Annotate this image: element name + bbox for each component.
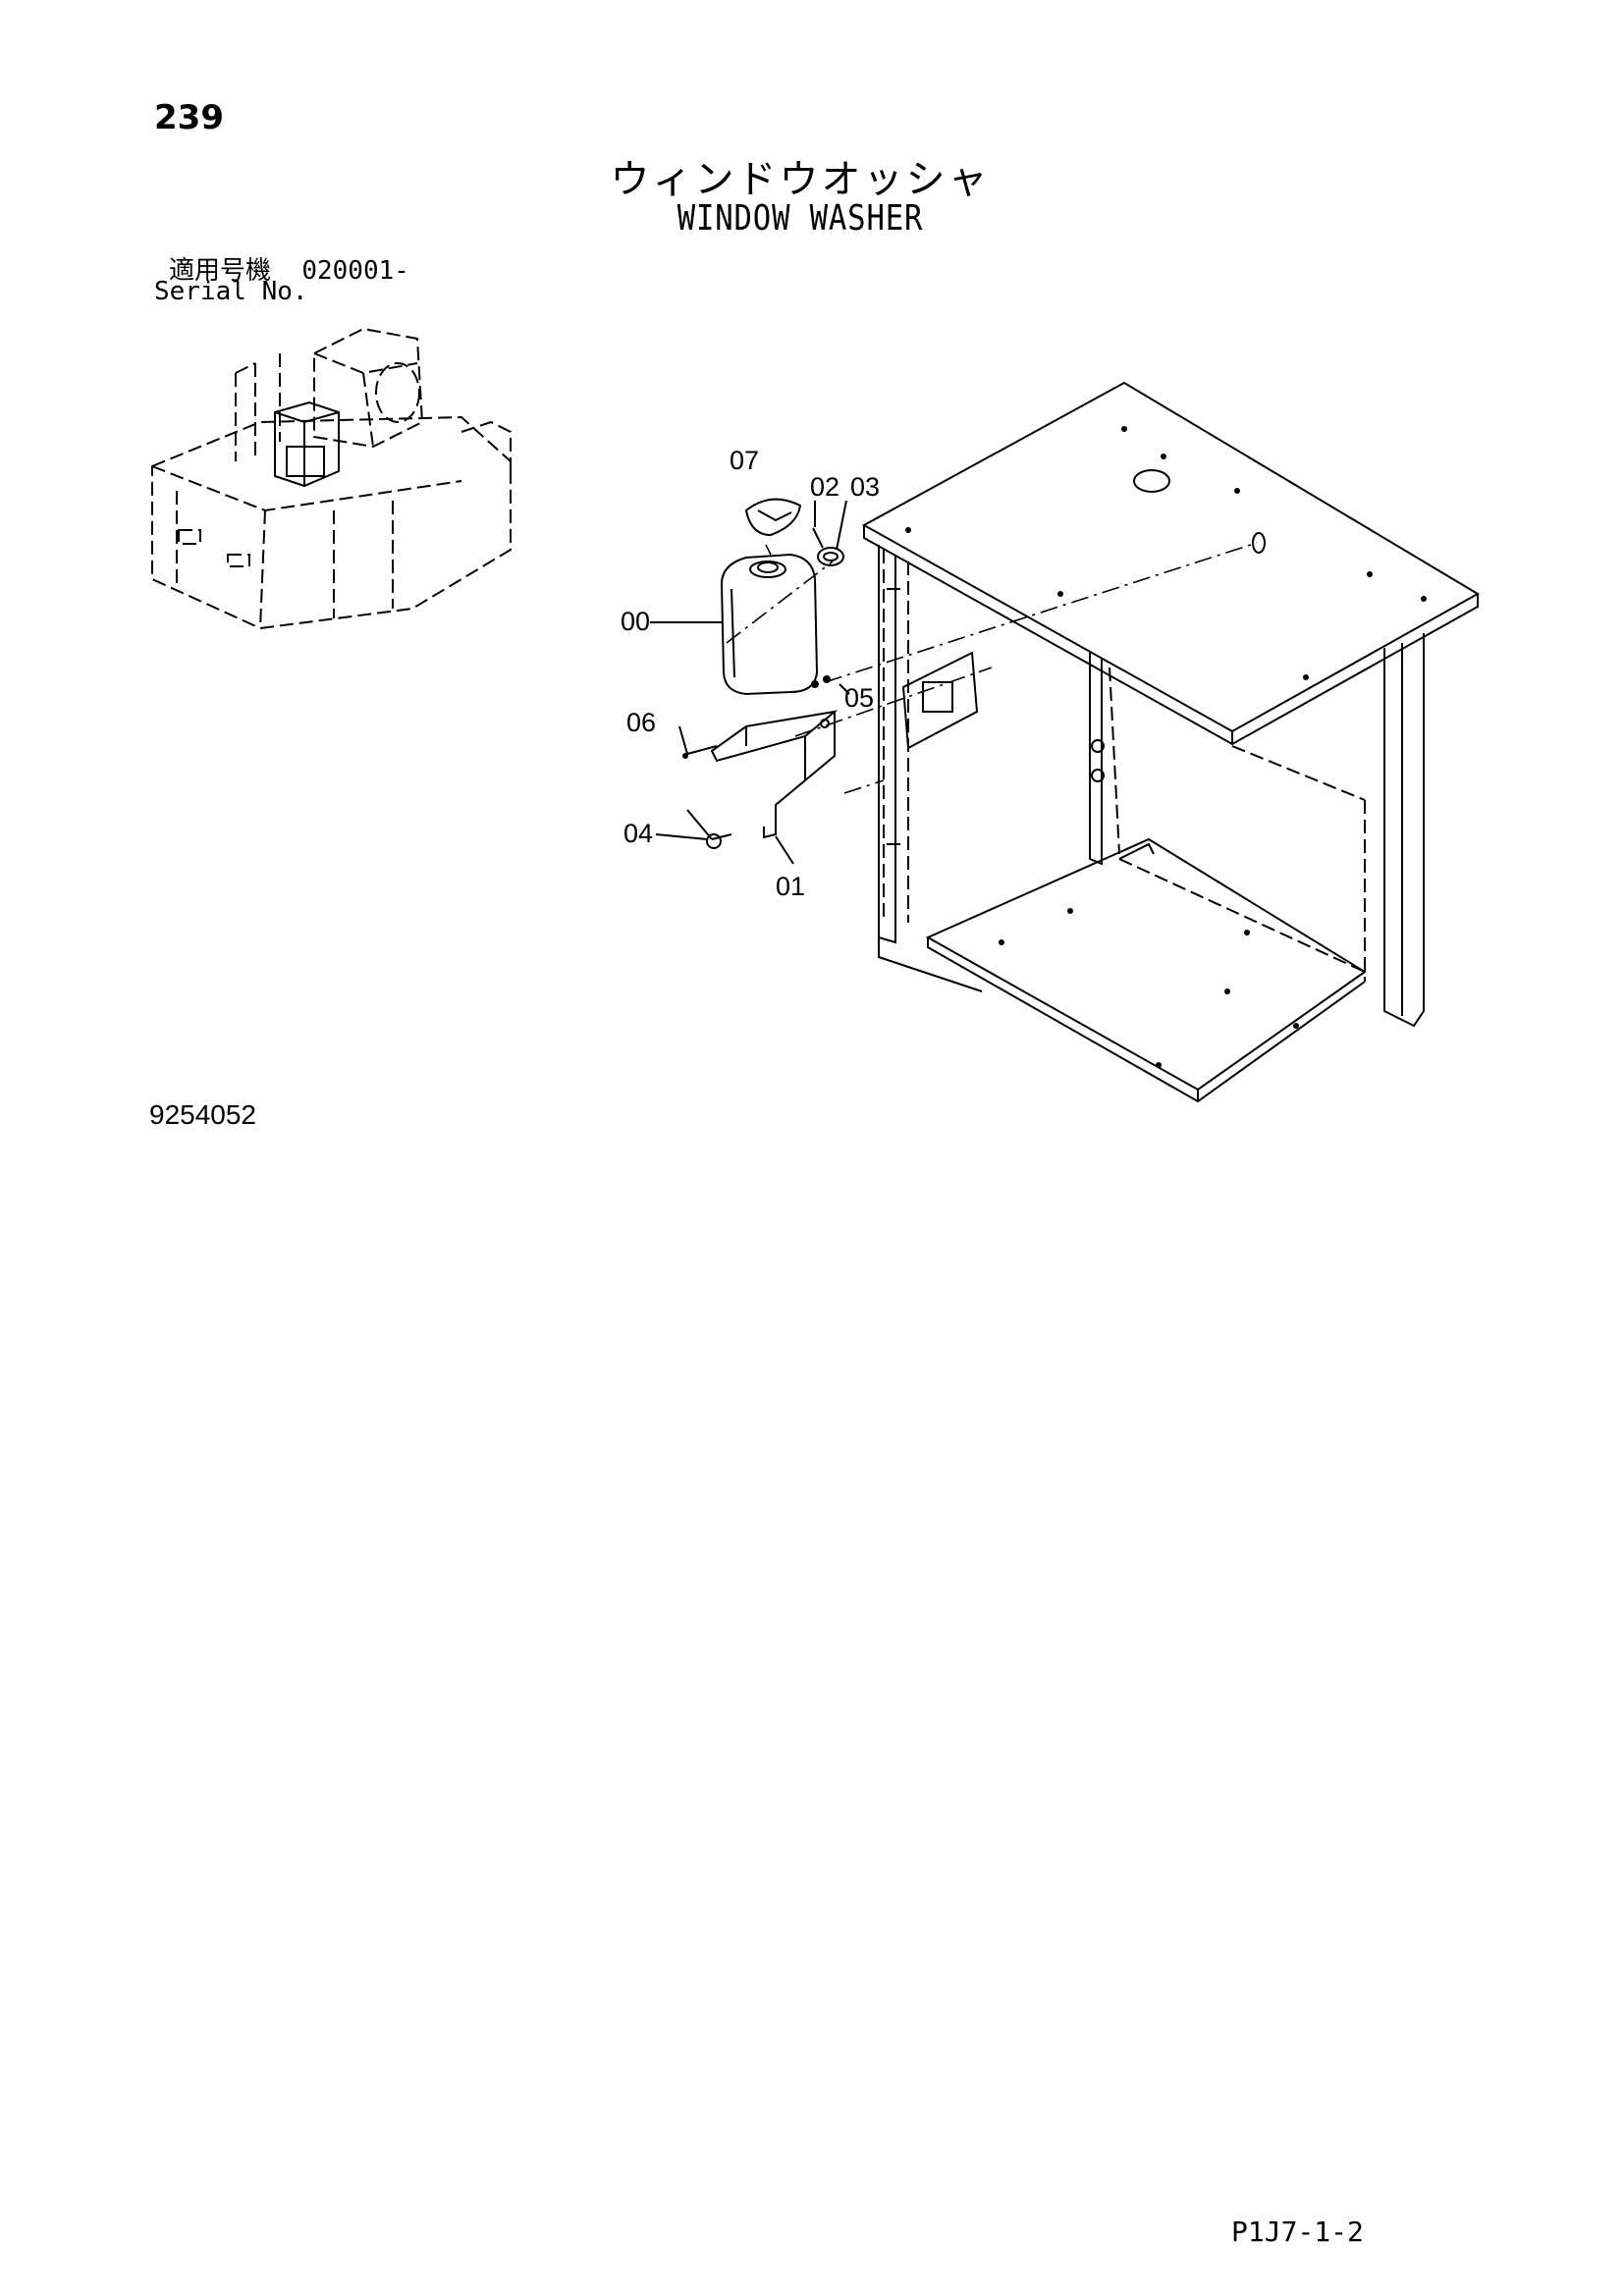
- part-label-02: 02: [810, 472, 839, 502]
- part-label-00: 00: [621, 607, 650, 636]
- part-label-01: 01: [776, 872, 805, 901]
- washer-components-drawing: [682, 498, 1258, 849]
- part-labels: 00 01 02 03 04 05 06 07: [621, 446, 880, 901]
- page-number: 239: [154, 98, 224, 137]
- cab-frame-drawing: [861, 381, 1480, 1103]
- serial-from: 020001-: [301, 256, 409, 286]
- page-title-en: WINDOW WASHER: [677, 198, 924, 239]
- drawing-number: 9254052: [149, 1099, 257, 1130]
- sheet-code: P1J7-1-2: [1231, 2216, 1364, 2248]
- applicability-label-jp: 適用号機: [169, 256, 272, 286]
- serial-label: Serial No.: [154, 277, 308, 306]
- part-label-07: 07: [730, 446, 759, 475]
- part-label-03: 03: [850, 472, 880, 502]
- part-label-05: 05: [844, 683, 874, 713]
- page-title-jp: ウィンドウオッシャ: [610, 157, 991, 202]
- leader-lines: [650, 500, 850, 865]
- part-label-06: 06: [626, 708, 656, 737]
- applicability-line: 適用号機 020001-: [169, 250, 409, 287]
- machine-overview-drawing: [151, 327, 512, 630]
- part-label-04: 04: [623, 819, 653, 848]
